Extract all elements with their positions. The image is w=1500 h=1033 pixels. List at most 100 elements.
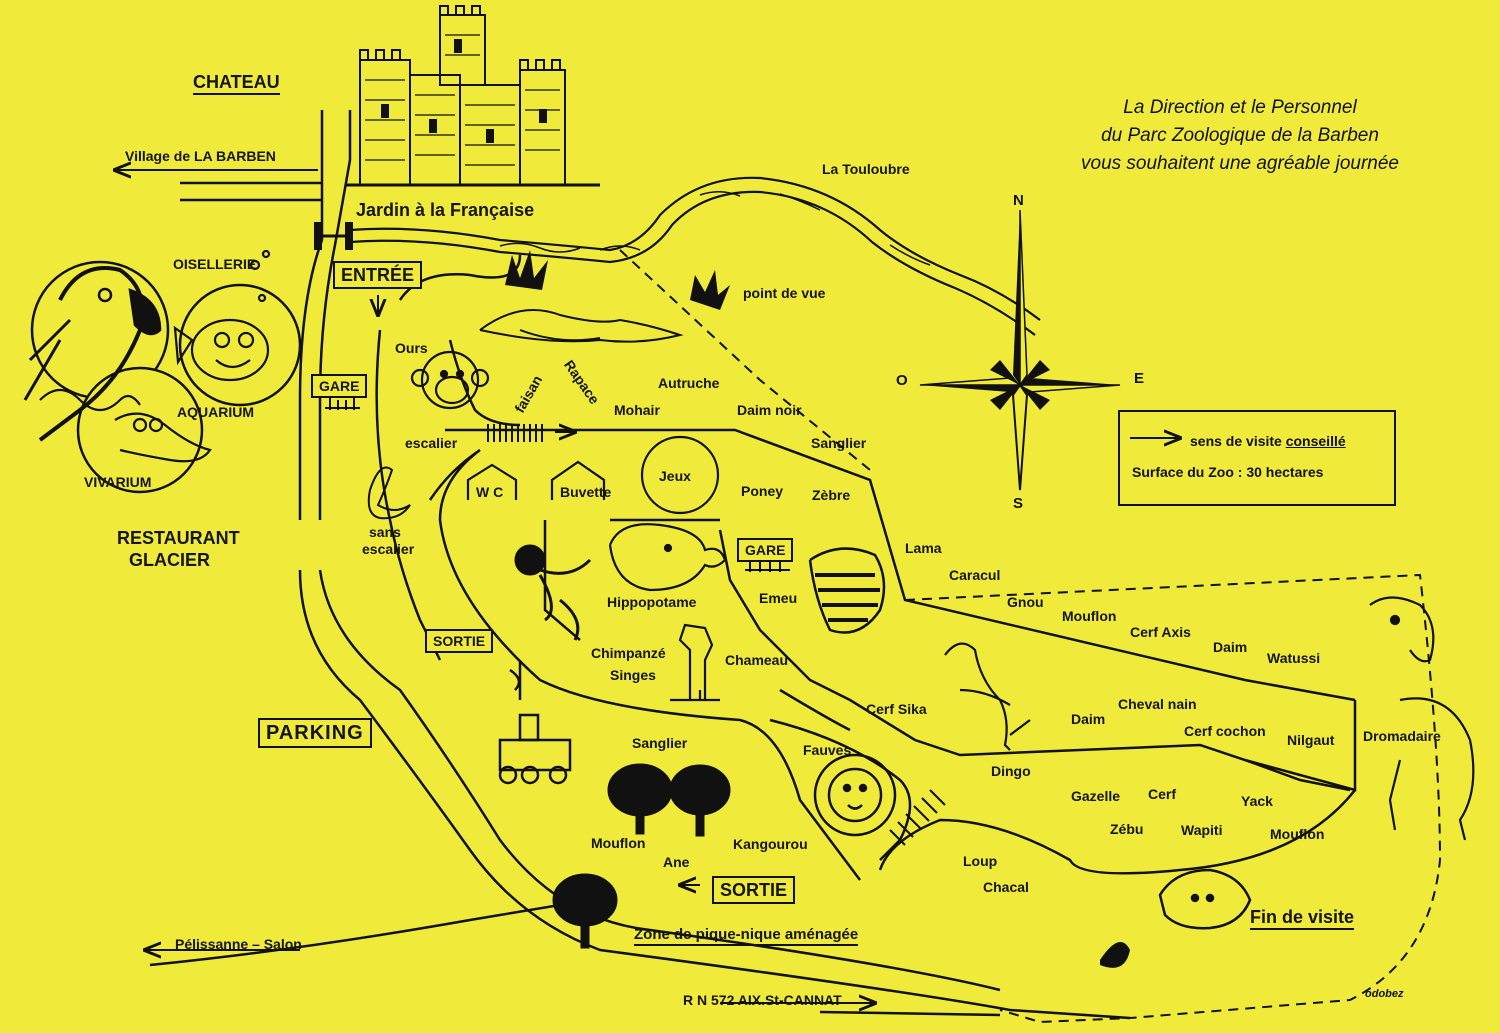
animal-kangourou: Kangourou [733, 836, 808, 852]
zebra-icon [808, 547, 886, 634]
monkey-icon [410, 350, 490, 410]
animal-cerf-axis: Cerf Axis [1130, 624, 1191, 640]
legend-surface: Surface du Zoo : 30 hectares [1132, 464, 1324, 480]
welcome-line-3: vous souhaitent une agréable journée [1081, 153, 1399, 174]
animal-sanglier-1: Sanglier [811, 435, 867, 451]
bush-icon [505, 250, 730, 310]
animal-watussi: Watussi [1267, 650, 1321, 666]
label-entree: ENTRÉE [333, 261, 423, 289]
animal-singes: Singes [610, 667, 656, 683]
label-point-de-vue: point de vue [743, 285, 826, 301]
ink-blob [1100, 942, 1130, 968]
train-icon [498, 660, 572, 785]
label-jeux: Jeux [659, 468, 691, 484]
animal-gnou: Gnou [1007, 594, 1044, 610]
animal-sanglier-2: Sanglier [632, 735, 688, 751]
animal-daim-1: Daim [1213, 639, 1248, 655]
label-buvette: Buvette [560, 484, 612, 500]
animal-mouflon-3: Mouflon [591, 835, 646, 851]
lion-icon [813, 753, 897, 837]
animal-ours: Ours [395, 340, 428, 356]
animal-loup: Loup [963, 853, 998, 869]
animal-emeu: Emeu [759, 590, 798, 606]
bison-icon [1158, 868, 1252, 930]
label-chateau: CHATEAU [193, 73, 280, 95]
label-vivarium: VIVARIUM [84, 474, 152, 490]
vulture-icon [944, 642, 1031, 751]
label-escalier: escalier [405, 435, 458, 451]
animal-ane: Ane [663, 854, 690, 870]
animal-daim-2: Daim [1071, 711, 1106, 727]
label-sans-escalier: escalier [362, 541, 415, 557]
compass-rose [919, 209, 1121, 491]
river-touloubre [349, 176, 1041, 336]
label-wc: W C [476, 484, 504, 500]
animal-lama: Lama [905, 540, 942, 556]
animal-autruche: Autruche [658, 375, 720, 391]
animal-gazelle: Gazelle [1071, 788, 1121, 804]
animal-poney: Poney [741, 483, 784, 499]
label-pique-nique: Zone de pique-nique aménagée [634, 927, 859, 946]
swan-icon [367, 466, 411, 520]
label-gare-1: GARE [311, 374, 368, 398]
animal-chacal: Chacal [983, 879, 1029, 895]
snake-icon [39, 388, 212, 463]
label-village: Village de LA BARBEN [125, 148, 276, 164]
animal-hippopotame: Hippopotame [607, 594, 697, 610]
compass-north: N [1013, 192, 1024, 209]
gate-posts [314, 222, 353, 250]
animal-cheval-nain: Cheval nain [1118, 696, 1197, 712]
artist-signature: odobez [1365, 988, 1404, 1000]
label-touloubre: La Touloubre [822, 161, 910, 177]
direction-arrows [115, 170, 875, 1003]
roads [149, 110, 1131, 1020]
label-rn572: R N 572 AIX.St-CANNAT [683, 992, 842, 1008]
label-aquarium: AQUARIUM [177, 404, 254, 420]
label-gare-2: GARE [737, 538, 794, 562]
compass-west: O [896, 372, 908, 389]
animal-zebu: Zébu [1110, 821, 1144, 837]
animal-chameau: Chameau [725, 652, 789, 668]
label-glacier: GLACIER [129, 550, 210, 570]
animal-fauves: Fauves [803, 742, 852, 758]
animal-mohair: Mohair [614, 402, 660, 418]
animal-yack: Yack [1241, 793, 1273, 809]
welcome-line-2: du Parc Zoologique de la Barben [1101, 125, 1379, 146]
label-oisellerie: OISELLERIE [173, 256, 257, 272]
tree-icon [552, 763, 731, 949]
label-sans: sans [369, 524, 401, 540]
label-pelissanne: Pélissanne – Salon [175, 936, 302, 952]
legend-direction-text: sens de visite [1190, 433, 1282, 449]
staircase [487, 424, 946, 846]
animal-daim-noir: Daim noir [737, 402, 802, 418]
animal-cerf-cochon: Cerf cochon [1184, 723, 1266, 739]
chimpanzee-icon [514, 544, 592, 641]
animal-cerf: Cerf [1148, 786, 1177, 802]
animal-wapiti: Wapiti [1181, 822, 1223, 838]
fish-icon [173, 249, 271, 382]
elephant-icon [608, 523, 727, 592]
castle-icon [345, 5, 600, 187]
label-sortie-1: SORTIE [425, 629, 494, 653]
animal-cerf-sika: Cerf Sika [866, 701, 927, 717]
welcome-message: La Direction et le Personnel du Parc Zoo… [1030, 94, 1450, 178]
animal-caracul: Caracul [949, 567, 1001, 583]
animal-zebre: Zèbre [812, 487, 851, 503]
animal-mouflon-1: Mouflon [1062, 608, 1117, 624]
animal-chimpanze: Chimpanzé [591, 645, 666, 661]
animal-nilgaut: Nilgaut [1287, 732, 1335, 748]
legend-direction: sens de visite conseillé [1190, 433, 1346, 449]
welcome-line-1: La Direction et le Personnel [1123, 97, 1357, 118]
animal-dromadaire: Dromadaire [1363, 728, 1441, 744]
label-sortie-2: SORTIE [712, 876, 796, 904]
compass-east: E [1134, 370, 1145, 387]
dashed-boundary [619, 249, 1442, 1024]
legend: sens de visite conseillé Surface du Zoo … [1118, 410, 1396, 506]
label-restaurant: RESTAURANT [117, 528, 240, 548]
label-parking: PARKING [258, 718, 372, 748]
animal-dingo: Dingo [991, 763, 1031, 779]
train-track-icon [325, 398, 790, 572]
camel-icon [1369, 596, 1475, 841]
hut-icons [466, 435, 720, 515]
